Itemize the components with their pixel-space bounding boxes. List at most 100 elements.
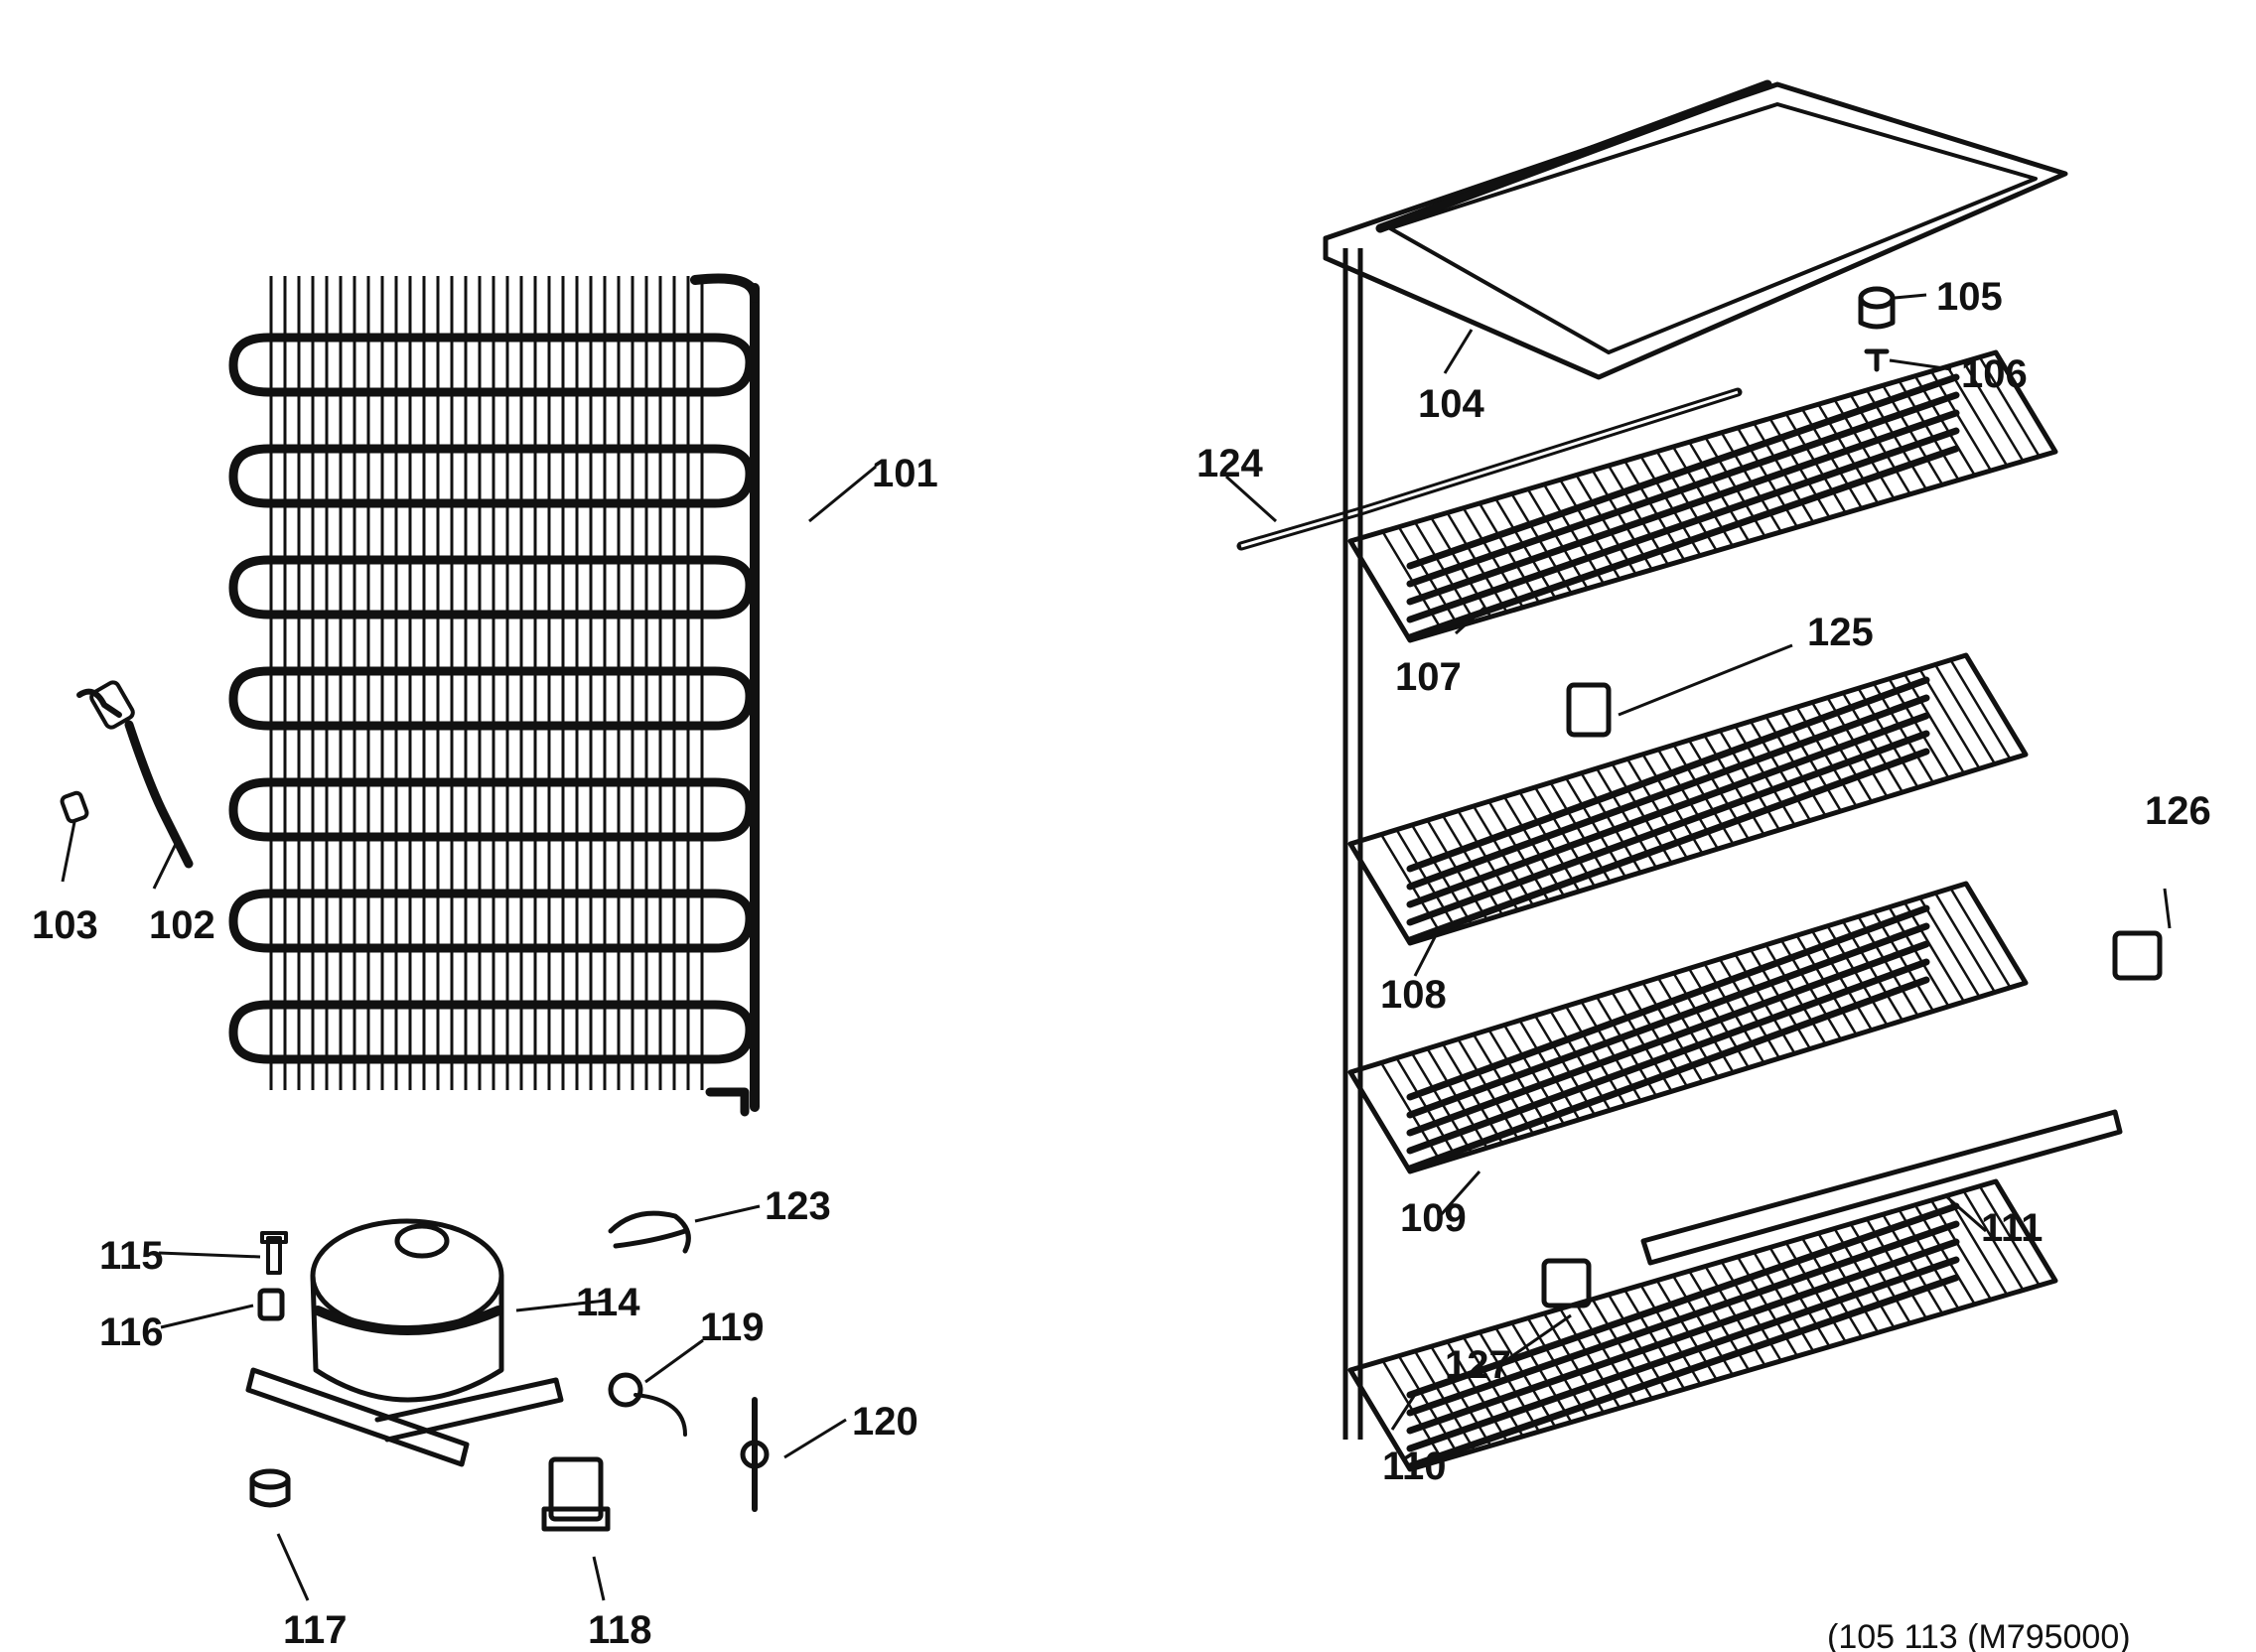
shelf-wire bbox=[1933, 892, 1997, 994]
shelf-frame bbox=[1347, 652, 2029, 946]
shelf-wire bbox=[1591, 1299, 1653, 1400]
shelf-wire bbox=[1518, 1020, 1581, 1121]
label-126: 126 bbox=[2145, 789, 2211, 833]
shelf-wire bbox=[1872, 910, 1935, 1013]
condenser-tube-loop bbox=[228, 1000, 755, 1064]
shelf-tube bbox=[1406, 922, 1930, 1119]
shelf-wire bbox=[1949, 888, 2012, 989]
shelf-wire bbox=[1933, 663, 1997, 765]
label-117: 117 bbox=[283, 1608, 348, 1652]
shelf-wire bbox=[1872, 682, 1935, 784]
screw-part bbox=[1864, 348, 1890, 372]
shelf-wire bbox=[1542, 1312, 1606, 1414]
spacer-part bbox=[1858, 286, 1896, 330]
shelf-frame bbox=[1347, 349, 2058, 643]
shelf-wire bbox=[1564, 776, 1627, 879]
shelf-wire bbox=[1913, 375, 1976, 477]
shelf-wire bbox=[1502, 1024, 1566, 1126]
shelf-wire bbox=[1487, 800, 1550, 901]
clip-part bbox=[740, 1397, 770, 1512]
shelf-tube bbox=[1406, 409, 1960, 606]
label-101: 101 bbox=[872, 452, 938, 495]
shelf-tube bbox=[1406, 712, 1930, 908]
leader-lines bbox=[61, 293, 2172, 1601]
shelf-wire bbox=[1888, 906, 1950, 1008]
shelf-tube bbox=[1406, 1202, 1960, 1399]
label-120: 120 bbox=[852, 1400, 918, 1444]
label-102: 102 bbox=[149, 903, 215, 947]
shelf-wire bbox=[1913, 1204, 1976, 1306]
shelf-wire bbox=[1898, 1208, 1960, 1310]
shelf-wire bbox=[1533, 1015, 1597, 1116]
shelf-wire bbox=[1962, 1189, 2025, 1292]
shelf-wire bbox=[1526, 488, 1589, 590]
label-107: 107 bbox=[1395, 655, 1462, 699]
condenser-tube-loop bbox=[228, 333, 755, 397]
evaporator-top-plate-part bbox=[1323, 79, 2068, 380]
footer-code: (105 113 (M795000) bbox=[1827, 1618, 2131, 1652]
shelf-wire bbox=[1903, 901, 1966, 1003]
shelf-front-trim-part bbox=[1640, 1109, 2123, 1266]
shelf-tube bbox=[1406, 694, 1930, 891]
shelf-wire bbox=[1564, 1005, 1627, 1107]
shelf-wire bbox=[1542, 483, 1606, 585]
label-123: 123 bbox=[765, 1184, 831, 1228]
shelf-tube bbox=[1406, 427, 1960, 623]
shelf-tube bbox=[1406, 976, 1930, 1172]
shelf-wire bbox=[1918, 668, 1981, 769]
shelf-wire bbox=[1929, 370, 1993, 472]
label-115: 115 bbox=[99, 1234, 164, 1278]
shelf-wire bbox=[1487, 1029, 1550, 1130]
shelf-tube bbox=[1406, 748, 1930, 944]
shelf-wire bbox=[1888, 678, 1950, 779]
evaporator-shelf-part bbox=[1347, 349, 2058, 643]
shelf-tube bbox=[1406, 1256, 1960, 1452]
shelf-tube bbox=[1406, 1220, 1960, 1417]
shelf-wire bbox=[1494, 1326, 1557, 1428]
shelf-wire bbox=[1575, 1303, 1637, 1405]
shelf-wire bbox=[1946, 365, 2009, 467]
shelf-wire bbox=[1549, 781, 1612, 883]
shelf-wire bbox=[1918, 896, 1981, 998]
evaporator-shelf-part bbox=[1347, 652, 2029, 946]
shelf-frame bbox=[1347, 1178, 2058, 1472]
overload-protector-part bbox=[608, 1372, 687, 1437]
label-104: 104 bbox=[1418, 382, 1484, 426]
shelf-wire bbox=[1949, 659, 2012, 760]
label-109: 109 bbox=[1400, 1196, 1467, 1240]
shelf-wire bbox=[1533, 786, 1597, 888]
shelf-tube bbox=[1406, 373, 1960, 570]
shelf-tube bbox=[1406, 445, 1960, 641]
shelf-wire bbox=[1946, 1194, 2009, 1296]
shelf-wire bbox=[1526, 1317, 1589, 1419]
shelf-wire bbox=[1575, 474, 1637, 576]
shelf-wire bbox=[1510, 1321, 1573, 1424]
shelf-tube bbox=[1406, 940, 1930, 1137]
label-124: 124 bbox=[1197, 442, 1263, 485]
label-105: 105 bbox=[1936, 275, 2003, 319]
condenser-tube-loop bbox=[228, 555, 755, 620]
grommet-sleeve-part bbox=[257, 1288, 285, 1321]
clamp-part bbox=[608, 1210, 691, 1254]
shelf-wire bbox=[1494, 497, 1557, 599]
shelf-wire bbox=[1978, 356, 2041, 458]
label-103: 103 bbox=[32, 903, 98, 947]
label-119: 119 bbox=[700, 1306, 765, 1349]
shelf-frame bbox=[1347, 881, 2029, 1174]
compressor-part bbox=[245, 1218, 564, 1467]
condenser-tube-loop bbox=[228, 889, 755, 953]
condenser-tube-loop bbox=[228, 444, 755, 508]
shelf-wire bbox=[1591, 470, 1653, 571]
evaporator-shelf-part bbox=[1347, 881, 2029, 1174]
part-labels: 101 102 103 104 105 106 107 108 109 110 … bbox=[32, 275, 2211, 1652]
shelf-wire bbox=[1898, 379, 1960, 482]
relay-part bbox=[541, 1456, 611, 1532]
shelf-tube bbox=[1406, 391, 1960, 588]
condenser-part bbox=[228, 273, 760, 1117]
shelf-tube bbox=[1406, 1238, 1960, 1435]
grommet-part bbox=[249, 1468, 291, 1508]
shelf-wire bbox=[1559, 479, 1622, 580]
shelf-wire bbox=[1549, 1010, 1612, 1111]
condenser-tube-loop bbox=[228, 777, 755, 842]
